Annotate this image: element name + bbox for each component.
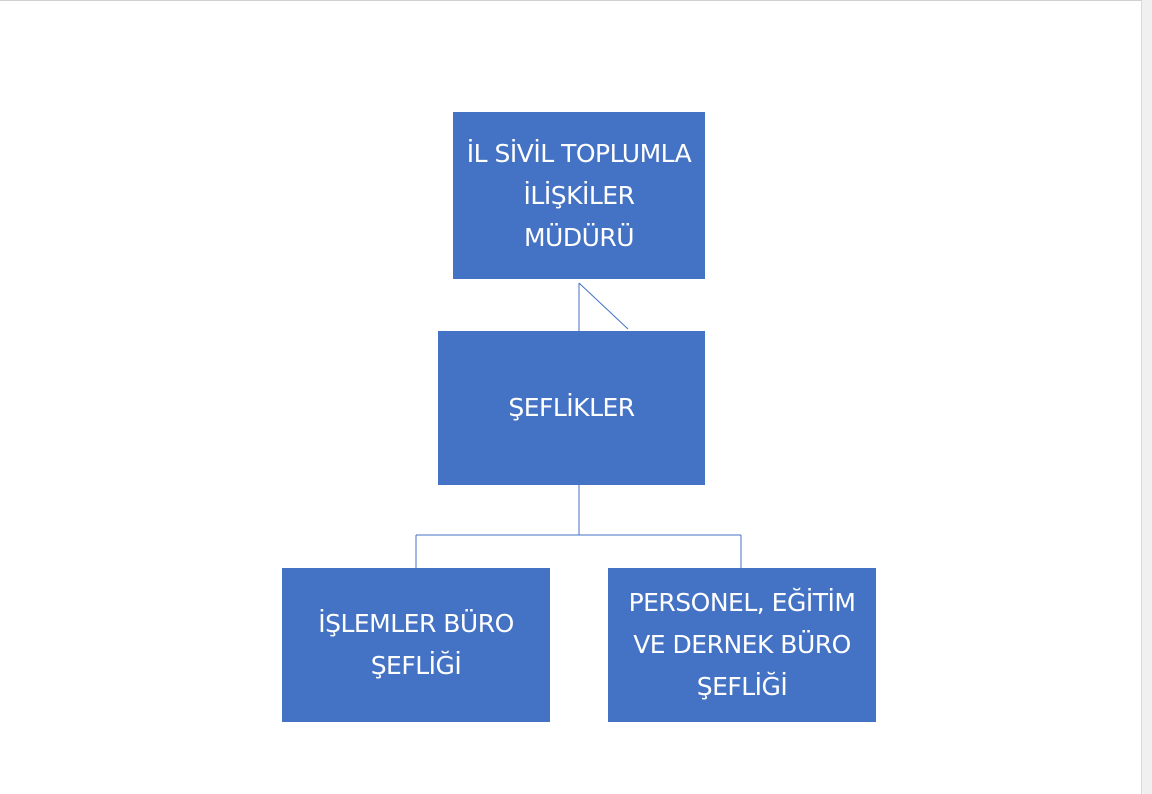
node-il-sivil-toplumla-iliskiler-muduru[interactable]: İL SİVİL TOPLUMLA İLİŞKİLER MÜDÜRÜ — [453, 112, 705, 279]
node-root-text: İL SİVİL TOPLUMLA İLİŞKİLER MÜDÜRÜ — [467, 133, 692, 259]
node-islemler-buro-sefligi[interactable]: İŞLEMLER BÜRO ŞEFLİĞİ — [282, 568, 550, 722]
node-left-line-2: ŞEFLİĞİ — [370, 651, 462, 680]
node-right-line-2: VE DERNEK BÜRO — [633, 630, 851, 659]
node-middle-line-1: ŞEFLİKLER — [508, 393, 635, 422]
node-right-line-3: ŞEFLİĞİ — [696, 672, 788, 701]
node-seflikler[interactable]: ŞEFLİKLER — [438, 331, 705, 485]
node-personel-egitim-dernek-buro-sefligi[interactable]: PERSONEL, EĞİTİM VE DERNEK BÜRO ŞEFLİĞİ — [608, 568, 876, 722]
node-left-text: İŞLEMLER BÜRO ŞEFLİĞİ — [318, 603, 514, 687]
connector-root-to-middle-diagonal — [578, 282, 629, 330]
node-right-text: PERSONEL, EĞİTİM VE DERNEK BÜRO ŞEFLİĞİ — [629, 582, 856, 708]
node-root-line-1: İL SİVİL TOPLUMLA — [466, 138, 692, 168]
node-middle-text: ŞEFLİKLER — [508, 387, 635, 429]
page-right-edge — [1141, 0, 1152, 794]
node-right-line-1: PERSONEL, EĞİTİM — [628, 588, 856, 617]
page-top-border — [0, 0, 1142, 1]
node-root-line-2: İLİŞKİLER — [523, 180, 635, 210]
node-left-line-1: İŞLEMLER BÜRO — [318, 609, 514, 638]
node-root-line-3: MÜDÜRÜ — [523, 222, 635, 252]
